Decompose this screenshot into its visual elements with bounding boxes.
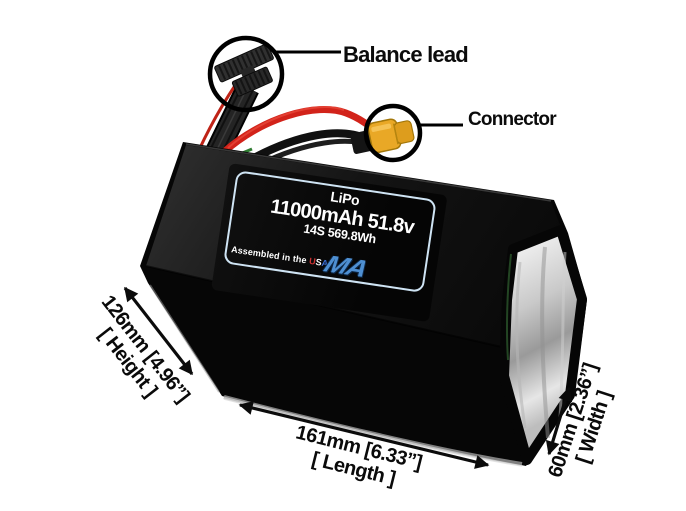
length-arrow bbox=[238, 401, 490, 469]
xt60-connector bbox=[350, 118, 415, 154]
height-arrow bbox=[123, 286, 194, 376]
callout-connector: Connector bbox=[468, 109, 557, 130]
connector-ring bbox=[363, 103, 423, 163]
balance-red-wire bbox=[197, 83, 238, 151]
dimension-arrows bbox=[123, 286, 573, 469]
balance-lead-ring bbox=[207, 35, 285, 113]
callout-rings bbox=[207, 35, 463, 163]
callout-balance-lead: Balance lead bbox=[343, 42, 469, 67]
width-arrow bbox=[545, 386, 573, 456]
balance-connector bbox=[214, 43, 274, 97]
